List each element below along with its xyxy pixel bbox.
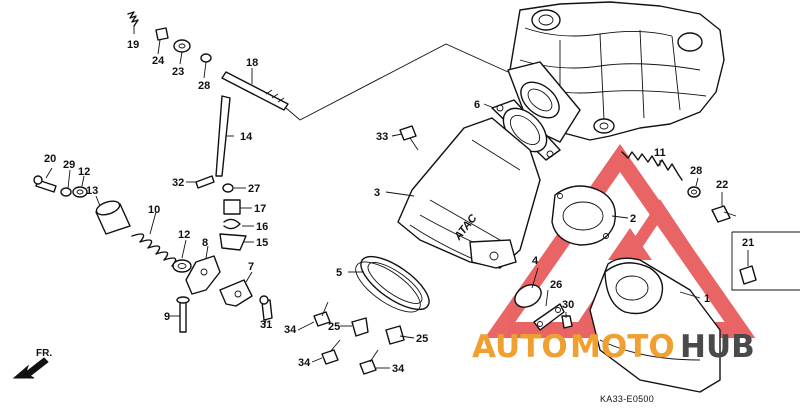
callout-15: 15 — [256, 237, 268, 249]
callout-24: 24 — [152, 55, 165, 67]
spring-16 — [223, 218, 241, 230]
exhaust-pipe-1 — [589, 257, 721, 393]
callout-16: 16 — [256, 221, 268, 233]
callout-25-right: 25 — [416, 333, 428, 345]
callout-11: 11 — [654, 147, 666, 159]
front-direction-indicator: FR. — [12, 348, 52, 379]
spring-11 — [621, 151, 683, 181]
callout-34-upper: 34 — [284, 324, 297, 336]
clip-25-left — [351, 317, 369, 337]
callout-25-left: 25 — [328, 321, 340, 333]
watermark-text: AUTO MOTO HUB — [472, 329, 755, 365]
lever-7 — [219, 279, 253, 307]
front-arrow-icon — [12, 357, 49, 379]
bolt-31 — [259, 295, 273, 321]
link-26 — [533, 303, 565, 331]
callout-4: 4 — [532, 255, 539, 267]
pin-9 — [176, 296, 190, 333]
screw-30 — [561, 315, 573, 329]
cam-15 — [219, 233, 247, 251]
clip-25-right — [385, 325, 405, 345]
callout-29: 29 — [63, 159, 75, 171]
callout-2: 2 — [630, 213, 636, 225]
callout-23: 23 — [172, 66, 184, 78]
callout-numbers: 19 24 23 28 18 14 20 29 12 13 10 12 8 7 … — [44, 39, 754, 375]
callout-13: 13 — [86, 185, 98, 197]
collar-23 — [173, 39, 191, 53]
bolt-33 — [399, 125, 419, 151]
callout-1: 1 — [704, 293, 710, 305]
gasket-ring-5 — [355, 255, 430, 313]
inset-box-21 — [731, 231, 800, 291]
callout-31: 31 — [260, 319, 272, 331]
shaft-18 — [221, 71, 289, 111]
callout-18: 18 — [246, 57, 258, 69]
callout-8: 8 — [202, 237, 208, 249]
callout-34-lower-right: 34 — [392, 363, 405, 375]
cylinder-block-illustration — [507, 1, 725, 143]
bolt-34-lower-left — [321, 339, 341, 365]
callout-27: 27 — [248, 183, 260, 195]
callout-26: 26 — [550, 279, 562, 291]
washer-29 — [60, 187, 72, 197]
valve-4 — [514, 284, 542, 308]
gasket-2 — [551, 185, 616, 246]
leader-lines — [45, 26, 749, 369]
callout-21: 21 — [742, 237, 754, 249]
bolt-34-lower-right — [359, 349, 379, 375]
bolt-20 — [33, 175, 57, 193]
callout-19: 19 — [127, 39, 139, 51]
callout-32: 32 — [172, 177, 184, 189]
callout-5: 5 — [336, 267, 342, 279]
watermark-moto: MOTO — [570, 329, 675, 365]
screw-32 — [195, 175, 215, 189]
diagram-code: KA33-E0500 — [600, 394, 654, 404]
watermark-hub: HUB — [680, 329, 755, 365]
callout-28-right: 28 — [690, 165, 702, 177]
callout-17: 17 — [254, 203, 266, 215]
washer-12-lower — [172, 259, 192, 273]
bolt-34-upper — [313, 301, 331, 327]
bolt-22 — [711, 205, 737, 223]
callout-20: 20 — [44, 153, 56, 165]
callout-9: 9 — [164, 311, 170, 323]
washer-12-upper — [72, 186, 88, 198]
callout-14: 14 — [240, 131, 253, 143]
callout-33: 33 — [376, 131, 388, 143]
washer-27 — [222, 183, 234, 193]
spring-10 — [131, 233, 177, 267]
spring-19 — [127, 11, 139, 27]
washer-28-right — [687, 186, 701, 198]
callout-3: 3 — [374, 187, 380, 199]
callout-28-left: 28 — [198, 80, 210, 92]
callout-22: 22 — [716, 179, 728, 191]
callout-30: 30 — [562, 299, 574, 311]
callout-12-upper: 12 — [78, 166, 90, 178]
collar-17 — [223, 199, 241, 215]
callout-34-lower-left: 34 — [298, 357, 311, 369]
atac-chamber-3: ATAC — [397, 117, 541, 269]
rod-14 — [215, 95, 231, 177]
collar-13 — [95, 200, 131, 235]
arm-8 — [185, 255, 221, 295]
callout-12-lower: 12 — [178, 229, 190, 241]
washer-28-left — [200, 53, 212, 63]
assembly-leader-line — [285, 43, 509, 121]
callout-7: 7 — [248, 261, 254, 273]
callout-6: 6 — [474, 99, 480, 111]
nut-24 — [155, 27, 169, 41]
callout-10: 10 — [148, 204, 160, 216]
front-label: FR. — [36, 348, 52, 359]
watermark-auto: AUTO — [472, 329, 568, 365]
